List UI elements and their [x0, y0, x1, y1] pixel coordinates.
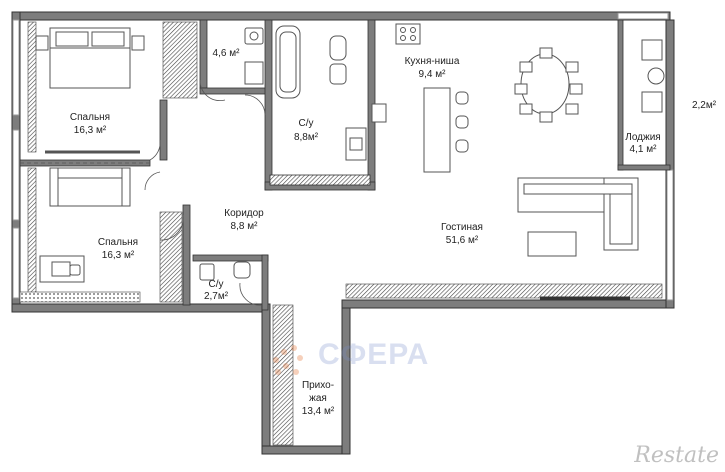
bedroom2-area: 16,3 м²	[102, 250, 135, 261]
kitchen-fixtures	[371, 23, 469, 173]
bath2-name: С/у	[299, 118, 314, 129]
living-name: Гостиная	[441, 222, 483, 233]
bath2-fixtures	[275, 25, 367, 161]
dining-table-icon	[514, 47, 583, 123]
doors	[20, 79, 266, 306]
bath3-name: С/у	[209, 279, 224, 290]
corridor-area: 8,8 м²	[231, 221, 259, 232]
bed-icon	[35, 27, 145, 89]
living-area: 51,6 м²	[446, 235, 479, 246]
sofa-icon	[49, 167, 131, 207]
bath1-area: 4,6 м²	[213, 48, 241, 59]
bedroom2-name: Спальня	[98, 237, 138, 248]
loggia-small-area: 2,2м²	[692, 100, 717, 111]
bath3-area: 2,7м²	[204, 291, 229, 302]
corridor-name: Коридор	[224, 208, 264, 219]
bath2-area: 8,8м²	[294, 132, 319, 143]
kitchen-name: Кухня-ниша	[405, 56, 460, 67]
bath1-fixtures	[244, 27, 264, 85]
bath3-fixtures	[199, 261, 251, 281]
loggia-area: 4,1 м²	[630, 144, 658, 155]
loggia-furniture	[641, 39, 665, 113]
windows	[12, 12, 674, 301]
hall-name-line1: Прихо-	[302, 380, 334, 391]
room-labels: Спальня 16,3 м² 4,6 м² С/у 8,8м² Кухня-н…	[70, 48, 717, 417]
watermark-logo: СФЕРА	[318, 338, 430, 371]
closets	[19, 21, 663, 446]
hall-name-line2: жая	[309, 393, 327, 404]
desk-icon	[39, 255, 85, 283]
corner-sofa-icon	[517, 177, 639, 257]
bedroom1-area: 16,3 м²	[74, 125, 107, 136]
hall-area: 13,4 м²	[302, 406, 335, 417]
watermark-brand: Restate	[634, 443, 719, 468]
watermark-logo-mark	[273, 345, 303, 375]
bedroom1-name: Спальня	[70, 112, 110, 123]
loggia-name: Лоджия	[625, 132, 660, 143]
kitchen-area: 9,4 м²	[419, 69, 447, 80]
